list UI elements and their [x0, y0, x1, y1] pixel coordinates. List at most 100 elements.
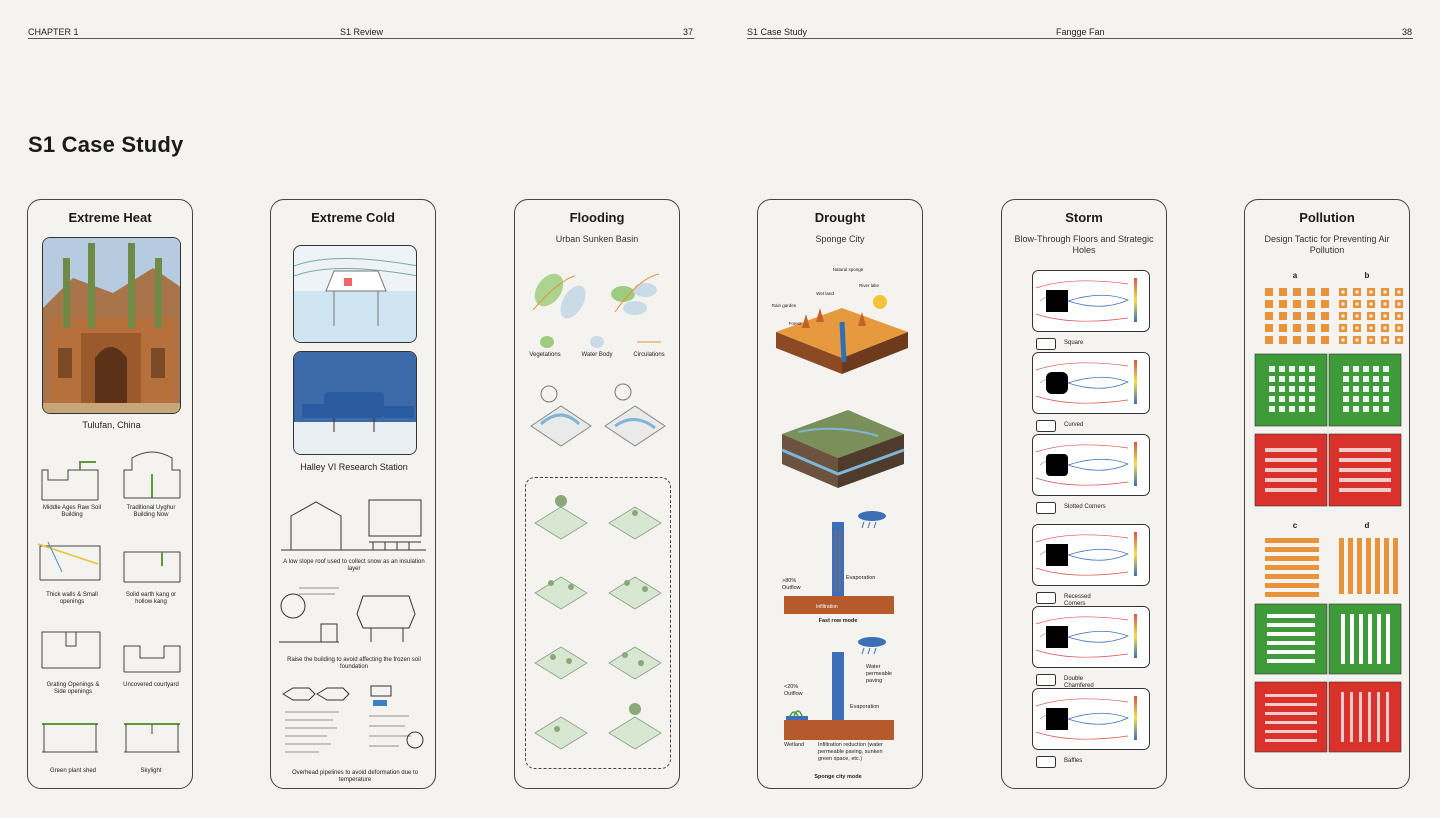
cfd-building-cell [1309, 376, 1315, 382]
courtyard-hole [1341, 302, 1345, 306]
cfd-building-cell [1269, 376, 1275, 382]
label-infiltration-1: Infiltration [816, 604, 838, 610]
cfd-building-cell [1363, 396, 1369, 402]
cfd-building-cell [1279, 386, 1285, 392]
cfd-building-cell [1289, 386, 1295, 392]
storm-shape-label: Baffles [1064, 758, 1083, 764]
label-fast-row-mode: Fast row mode [818, 618, 858, 624]
panel-drought: Drought Sponge City Natural sponge River… [757, 199, 923, 789]
cfd-red-block [1328, 681, 1402, 753]
cfd-pollutant-streak [1339, 448, 1391, 452]
sunken-basin-isometric [530, 383, 666, 447]
bar-building-d [1348, 538, 1353, 594]
wind-simulation-plot [1032, 606, 1150, 668]
cfd-building-cell [1373, 396, 1379, 402]
panel-extreme-cold: Extreme Cold Halley VI Research Station [270, 199, 436, 789]
earth-kang-sketch [123, 551, 181, 583]
cfd-building-cell [1383, 406, 1389, 412]
cfd-building-cell [1353, 386, 1359, 392]
courtyard-hole [1355, 302, 1359, 306]
building-block [1293, 312, 1301, 320]
halley-station-photo [293, 351, 417, 455]
panel-storm: Storm Blow-Through Floors and Strategic … [1001, 199, 1167, 789]
grating-openings-sketch [41, 631, 101, 669]
label-river-lake: River lake [858, 283, 879, 288]
building-block [1279, 288, 1287, 296]
cfd-building-cell [1383, 366, 1389, 372]
panel-title: Storm [1065, 210, 1103, 225]
cfd-building-cell [1269, 366, 1275, 372]
cfd-building-cell [1299, 386, 1305, 392]
bar-building-d [1384, 538, 1389, 594]
wind-simulation-plot [1032, 434, 1150, 496]
panel-title: Flooding [569, 210, 625, 225]
building-block [1293, 324, 1301, 332]
cfd-building-cell [1383, 386, 1389, 392]
header-chapter: CHAPTER 1 [28, 27, 79, 37]
cfd-building-cell [1363, 386, 1369, 392]
courtyard-hole [1341, 338, 1345, 342]
building-block [1307, 324, 1315, 332]
shape-outline-icon [1036, 674, 1056, 686]
cfd-pollutant-streak [1265, 458, 1317, 462]
cfd-pollutant-streak [1368, 692, 1371, 742]
building-block [1279, 312, 1287, 320]
cfd-building-cell [1309, 396, 1315, 402]
building-block [1293, 300, 1301, 308]
cfd-pollutant-streak [1265, 739, 1317, 742]
raw-soil-building-sketch [41, 461, 99, 501]
label-evaporation-1: Evaporation [846, 575, 876, 581]
wind-simulation-plot [1032, 270, 1150, 332]
skylight-sketch [124, 723, 180, 753]
cfd-pollutant-streak [1265, 478, 1317, 482]
cfd-building-cell [1299, 376, 1305, 382]
letter-c: c [1292, 521, 1298, 530]
cfd-bar-cell [1267, 650, 1315, 654]
cfd-pollutant-streak [1341, 692, 1344, 742]
item-caption: Uncovered courtyard [123, 682, 179, 688]
cfd-building-cell [1353, 376, 1359, 382]
courtyard-hole [1369, 326, 1373, 330]
label-evaporation-2: Evaporation [850, 704, 880, 710]
cfd-pollutant-streak [1265, 488, 1317, 492]
fast-row-mode-diagram [784, 511, 894, 614]
building-block [1293, 336, 1301, 344]
label-outflow-20: <20% Outflow [784, 684, 803, 697]
cfd-bar-cell [1377, 614, 1381, 664]
shape-outline-icon [1036, 420, 1056, 432]
item-caption: Skylight [140, 768, 162, 774]
terrain-block [781, 410, 905, 488]
page-number-right: 38 [1402, 27, 1413, 37]
cfd-building-cell [1353, 406, 1359, 412]
cfd-bar-cell [1386, 614, 1390, 664]
station-diagram [293, 245, 417, 343]
building-block [1321, 288, 1329, 296]
building-block [1307, 300, 1315, 308]
courtyard-hole [1383, 290, 1387, 294]
cfd-building-cell [1299, 366, 1305, 372]
green-plant-shed-sketch [42, 723, 98, 753]
mosque-illustration [43, 238, 180, 413]
mosque-photo [42, 237, 181, 414]
bar-building-c [1265, 565, 1319, 570]
cfd-building-cell [1289, 366, 1295, 372]
courtyard-hole [1355, 314, 1359, 318]
cfd-bar-cell [1267, 614, 1315, 618]
building-block [1321, 336, 1329, 344]
courtyard-hole [1369, 314, 1373, 318]
building-block [1321, 324, 1329, 332]
panel-subtitle: Sponge City [815, 234, 865, 244]
building-block [1307, 288, 1315, 296]
panel-subtitle: Urban Sunken Basin [555, 234, 639, 244]
item-caption: A low slope roof used to collect snow as… [283, 559, 425, 572]
cfd-pollutant-streak [1350, 692, 1353, 742]
courtyard-hole [1369, 338, 1373, 342]
cfd-building-cell [1279, 406, 1285, 412]
cfd-bar-cell [1267, 623, 1315, 627]
cfd-building-cell [1309, 366, 1315, 372]
courtyard-hole [1397, 326, 1401, 330]
letter-a: a [1292, 271, 1298, 280]
courtyard-hole [1369, 302, 1373, 306]
overhead-pipelines-sketch [282, 685, 424, 753]
item-caption: Green plant shed [49, 768, 97, 774]
